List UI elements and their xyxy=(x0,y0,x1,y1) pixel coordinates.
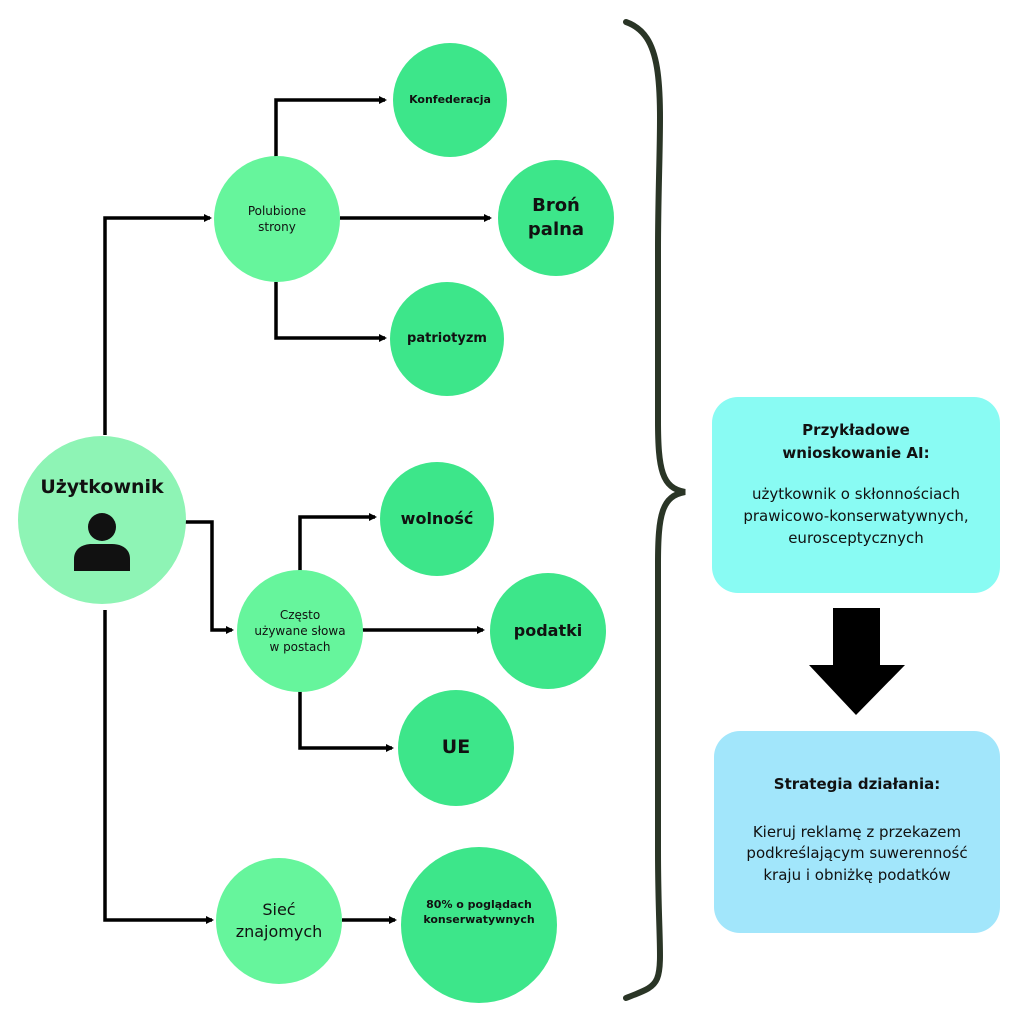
edge-user-liked-pages xyxy=(103,214,212,435)
edge-words-ue xyxy=(298,690,394,752)
node-liked-pages: Polubione strony xyxy=(214,156,340,282)
curly-brace xyxy=(623,19,686,1001)
down-arrow xyxy=(809,608,905,715)
user-label: Użytkownik xyxy=(40,476,164,499)
node-konfederacja: Konfederacja xyxy=(393,43,507,157)
user-node: Użytkownik xyxy=(18,436,186,604)
edge-liked-konfederacja xyxy=(274,96,387,158)
node-wolnosc: wolność xyxy=(380,462,494,576)
conservative-label: 80% o poglądach konserwatywnych xyxy=(423,898,535,926)
strategy-title: Strategia działania: xyxy=(773,775,941,793)
strategy-body: Kieruj reklamę z przekazem podkreślający… xyxy=(746,822,968,885)
node-friends: Sieć znajomych xyxy=(216,858,342,984)
node-conservative: 80% o poglądach konserwatywnych xyxy=(401,847,557,1003)
konfederacja-label: Konfederacja xyxy=(409,92,491,106)
node-ue: UE xyxy=(398,690,514,806)
edge-user-friends xyxy=(103,610,214,924)
inference-title: Przykładowe wnioskowanie AI: xyxy=(782,421,930,462)
ue-label: UE xyxy=(441,736,471,759)
bron-palna-label: Broń palna xyxy=(527,194,585,240)
liked-pages-label: Polubione strony xyxy=(247,203,307,234)
podatki-label: podatki xyxy=(513,621,583,641)
node-bron-palna: Broń palna xyxy=(498,160,614,276)
frequent-words-label: Często używane słowa w postach xyxy=(254,607,346,655)
friends-label: Sieć znajomych xyxy=(235,900,323,941)
node-patriotyzm: patriotyzm xyxy=(390,282,504,396)
edge-words-wolnosc xyxy=(298,513,377,572)
edge-user-frequent-words xyxy=(185,520,234,634)
wolnosc-label: wolność xyxy=(400,509,474,529)
node-frequent-words: Często używane słowa w postach xyxy=(237,570,363,692)
inference-body: użytkownik o skłonnościach prawicowo-kon… xyxy=(743,485,969,547)
edge-liked-patriotyzm xyxy=(274,282,387,342)
inference-box: Przykładowe wnioskowanie AI: użytkownik … xyxy=(712,397,1000,593)
node-podatki: podatki xyxy=(490,573,606,689)
strategy-box: Strategia działania: Kieruj reklamę z pr… xyxy=(714,731,1000,933)
user-icon xyxy=(74,512,130,571)
patriotyzm-label: patriotyzm xyxy=(407,331,487,347)
